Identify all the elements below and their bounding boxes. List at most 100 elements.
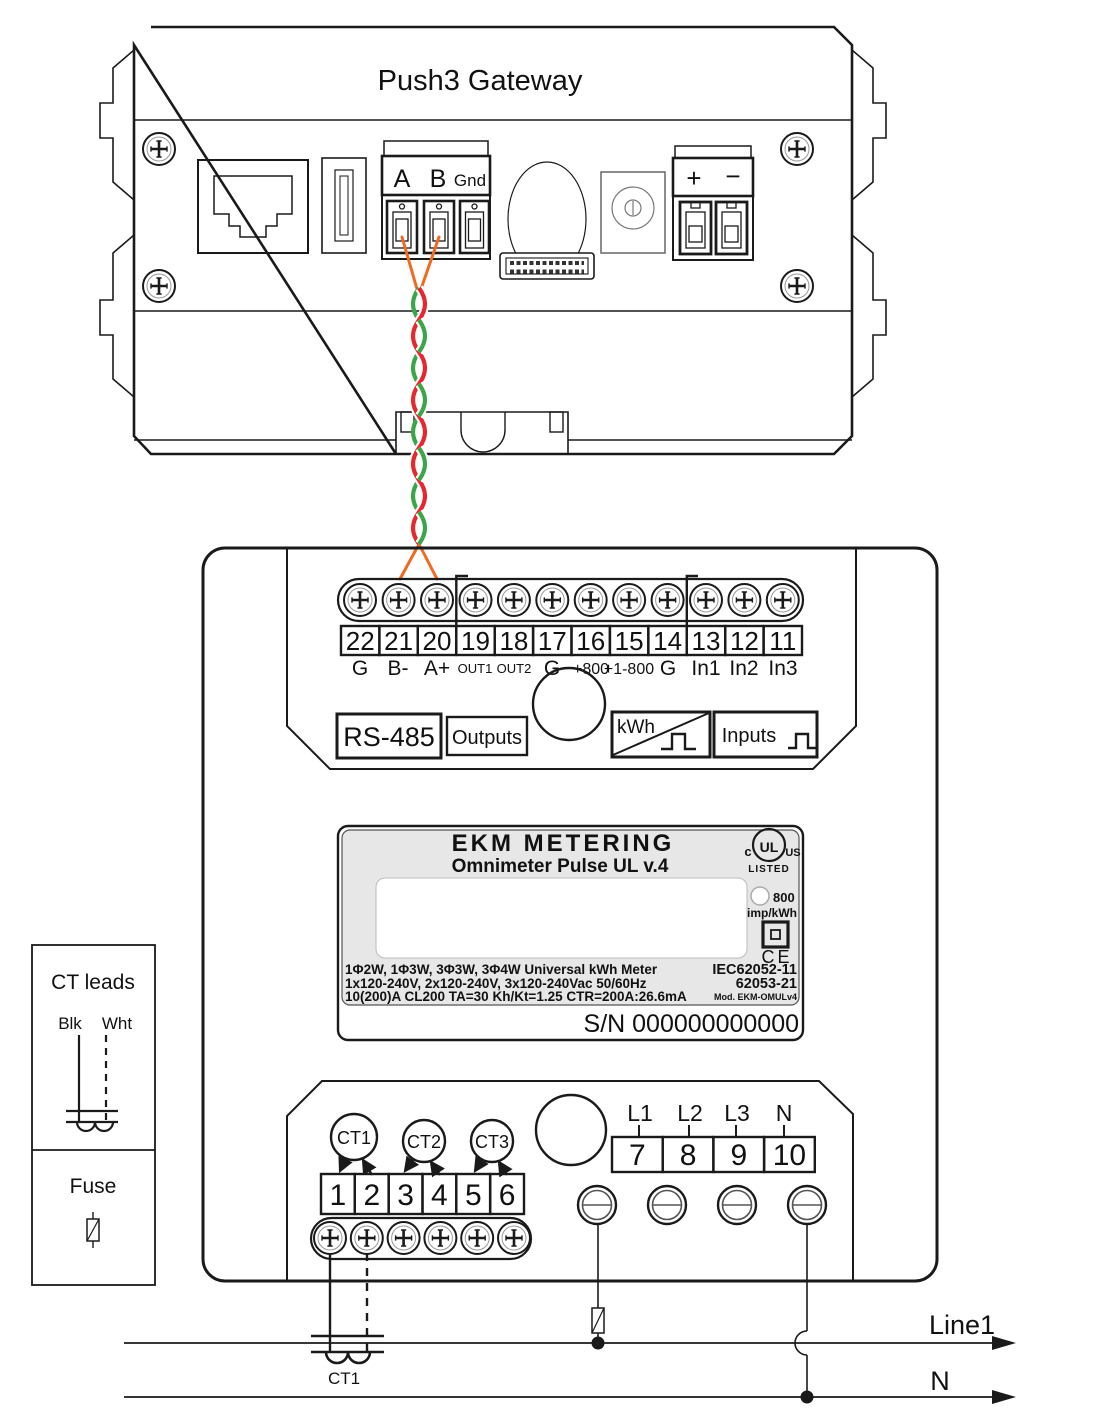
screw-icon [386, 1220, 421, 1256]
screw-icon [349, 1220, 385, 1256]
screw-icon [312, 1220, 348, 1256]
line-screw-icon [576, 1184, 618, 1226]
gateway-bottom-notch [395, 411, 569, 454]
line-screw-icon [716, 1184, 758, 1226]
power-plus-label: + [686, 163, 701, 193]
terminal-label: OUT1 [458, 661, 493, 676]
neutral-label: N [930, 1366, 950, 1396]
screw-icon [779, 268, 815, 304]
line-terminal-number: 10 [773, 1139, 806, 1172]
terminal-number: 14 [653, 626, 682, 656]
gateway-left-clips [99, 49, 135, 398]
push3-gateway: Push3 Gateway A B Gnd [99, 25, 887, 456]
terminal-number: 12 [730, 626, 759, 656]
screw-icon [419, 582, 455, 618]
power-minus-label: − [725, 161, 740, 191]
screw-icon [765, 582, 801, 618]
ct1-clamp-label: CT1 [328, 1369, 360, 1388]
terminal-number: 21 [384, 626, 413, 656]
ct2-port-label: CT2 [407, 1132, 441, 1152]
terminal-label: G [660, 657, 676, 680]
spec-block: 1Φ2W, 1Φ3W, 3Φ3W, 3Φ4W Universal kWh Met… [345, 962, 797, 1004]
cert-line: 62053-21 [736, 976, 797, 992]
screw-icon [458, 582, 493, 618]
fuse-title: Fuse [70, 1175, 117, 1198]
terminal-label: B- [388, 657, 409, 680]
screw-icon [611, 582, 647, 618]
terminal-number-boxes [339, 624, 804, 657]
ct2-port-circle [401, 1118, 447, 1164]
led-unit: imp/kWh [747, 906, 797, 920]
terminal-label: In2 [729, 657, 758, 680]
cert-line: Mod. EKM-OMULv4 [714, 992, 797, 1002]
fuse-symbol-icon [86, 1212, 100, 1248]
line-label: L3 [724, 1100, 750, 1126]
line-label: N [776, 1100, 793, 1126]
terminal-a-label: A [394, 165, 411, 193]
seal-screw-hole [534, 1093, 608, 1167]
ce-mark: CE [761, 947, 792, 967]
spec-line: 1x120-240V, 2x120-240V, 3x120-240Vac 50/… [345, 976, 647, 991]
terminal-label: OUT2 [497, 661, 532, 676]
ct1-port-circle [329, 1112, 379, 1162]
screw-icon [423, 1220, 458, 1256]
ct-terminal-number: 5 [465, 1179, 482, 1212]
line1-label: Line1 [929, 1310, 995, 1340]
neutral-tap [794, 1224, 814, 1404]
serial-number: S/N 000000000000 [584, 1010, 799, 1038]
bottom-terminal-panel-outline [286, 1080, 854, 1281]
terminal-label: +800 [573, 661, 609, 678]
pulse-icon [788, 732, 816, 750]
dc-jack-icon [600, 171, 666, 254]
line-screw-icon [786, 1184, 828, 1226]
ct1-clamp-icon [311, 1334, 384, 1365]
pulse-led: 800 imp/kWh [747, 886, 797, 920]
ct-screw-strip [309, 1216, 533, 1261]
screw-icon [342, 582, 378, 618]
brand-logo: EKM METERING [452, 830, 675, 857]
spec-line: 1Φ2W, 1Φ3W, 3Φ3W, 3Φ4W Universal kWh Met… [345, 962, 658, 977]
terminal-number: 19 [461, 626, 490, 656]
pin-header-connector [499, 252, 595, 280]
line-terminal-number: 7 [629, 1139, 646, 1172]
screw-icon [573, 582, 609, 618]
gateway-body-outline [132, 25, 854, 456]
line-label-ticks [638, 1125, 785, 1137]
terminal-number: 16 [576, 626, 605, 656]
gateway-right-clips [851, 49, 887, 398]
ct1-port-label: CT1 [337, 1128, 371, 1148]
line-label: L1 [627, 1100, 653, 1126]
ul-us: US [785, 847, 800, 859]
line-terminal-number: 8 [680, 1139, 697, 1172]
ct-symbol-icon [66, 1109, 118, 1133]
ethernet-port-icon [197, 159, 309, 254]
meter-model: Omnimeter Pulse UL v.4 [452, 856, 669, 877]
line-screw-icon [646, 1184, 688, 1226]
wire-guide-icon [460, 412, 506, 453]
line-terminal-boxes [610, 1135, 816, 1174]
screw-icon [779, 131, 815, 167]
legend-title: CT leads [51, 971, 135, 994]
screw-icon [727, 582, 762, 618]
black-lead-label: Blk [58, 1014, 82, 1033]
omnimeter: 22 21 20 19 18 17 16 15 14 13 12 11 G B-… [201, 546, 939, 1283]
screw-icon [381, 582, 416, 618]
led-rate: 800 [773, 890, 795, 905]
pulse-icon [661, 732, 696, 751]
terminal-label: In3 [768, 657, 797, 680]
ul-c: c [744, 844, 751, 859]
top-terminal-strip: 22 21 20 19 18 17 16 15 14 13 12 11 G B-… [336, 574, 805, 680]
terminal-label: G [352, 657, 368, 680]
terminal-number: 13 [692, 626, 721, 656]
terminal-gnd-label: Gnd [454, 171, 486, 190]
green-wire-over [417, 318, 428, 546]
gateway-title: Push3 Gateway [378, 65, 583, 97]
neutral-arrowhead-icon [992, 1390, 1016, 1404]
gateway-power-terminal: + − [671, 145, 755, 261]
kwh-group-label: kWh [617, 717, 655, 738]
meter-fanout-wires [398, 542, 439, 581]
ct-terminal-number: 1 [330, 1179, 347, 1212]
ct3-port-circle [469, 1118, 515, 1164]
screw-icon [650, 582, 685, 618]
